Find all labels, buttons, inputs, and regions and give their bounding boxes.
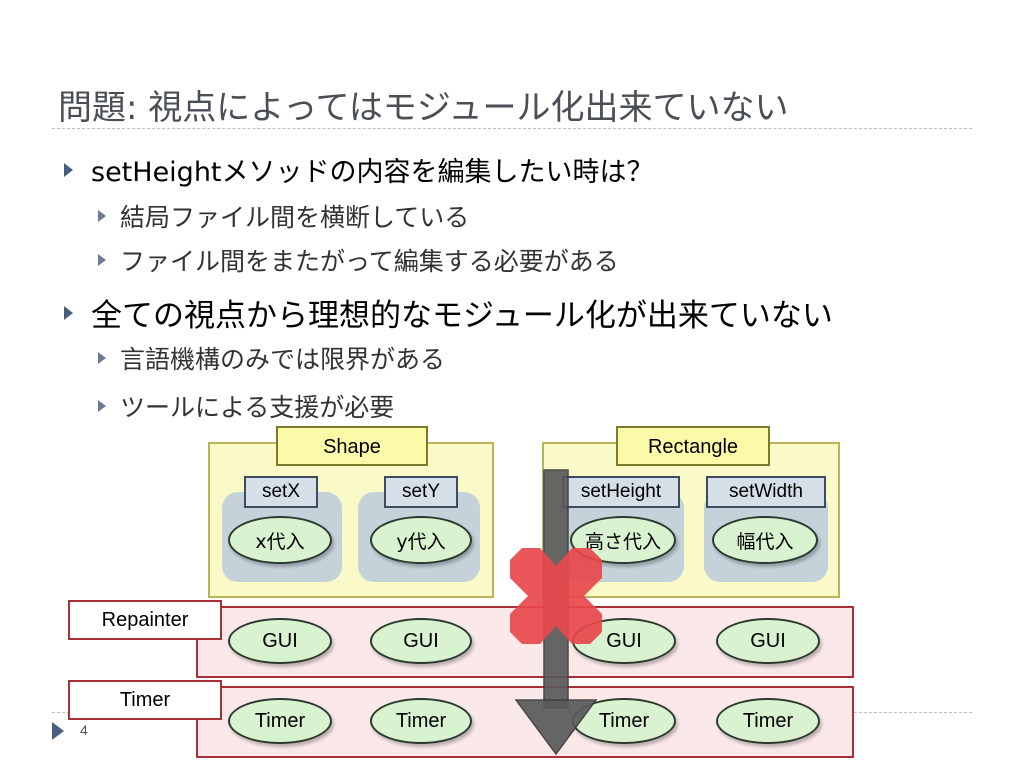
repainter-gui-oval: GUI xyxy=(228,618,332,664)
y-assign-oval: y代入 xyxy=(370,516,472,564)
repainter-gui-oval: GUI xyxy=(370,618,472,664)
width-assign-oval: 幅代入 xyxy=(712,516,818,564)
x-assign-oval: x代入 xyxy=(228,516,332,564)
bullet-triangle-icon xyxy=(98,352,106,364)
bullet-2: 全ての視点から理想的なモジュール化が出来ていない xyxy=(64,290,833,335)
bullet-triangle-icon xyxy=(98,400,106,412)
timer-oval: Timer xyxy=(228,698,332,744)
bullet-2-1: 言語機構のみでは限界がある xyxy=(98,340,445,376)
page-number: 4 xyxy=(80,722,88,738)
repainter-gui-oval: GUI xyxy=(716,618,820,664)
timer-oval: Timer xyxy=(572,698,676,744)
bullet-triangle-icon xyxy=(98,210,106,222)
rectangle-class-label: Rectangle xyxy=(616,426,770,466)
bullet-1-2: ファイル間をまたがって編集する必要がある xyxy=(98,242,619,278)
repainter-label: Repainter xyxy=(68,600,222,640)
bullet-triangle-icon xyxy=(64,162,73,177)
sety-label: setY xyxy=(384,476,458,508)
setx-label: setX xyxy=(244,476,318,508)
bullet-triangle-icon xyxy=(98,254,106,266)
timer-label: Timer xyxy=(68,680,222,720)
cross-mark-icon xyxy=(510,548,602,644)
timer-oval: Timer xyxy=(716,698,820,744)
setwidth-label: setWidth xyxy=(706,476,826,508)
timer-oval: Timer xyxy=(370,698,472,744)
bullet-triangle-icon xyxy=(64,305,73,320)
bullet-1: setHeightメソッドの内容を編集したい時は？ xyxy=(64,150,654,189)
footer-triangle-icon xyxy=(52,722,64,740)
bullet-2-2: ツールによる支援が必要 xyxy=(98,388,394,424)
shape-class-label: Shape xyxy=(276,426,428,466)
slide-title: 問題: 視点によってはモジュール化出来ていない xyxy=(58,88,789,128)
title-divider xyxy=(52,128,972,129)
bullet-1-1: 結局ファイル間を横断している xyxy=(98,198,469,234)
